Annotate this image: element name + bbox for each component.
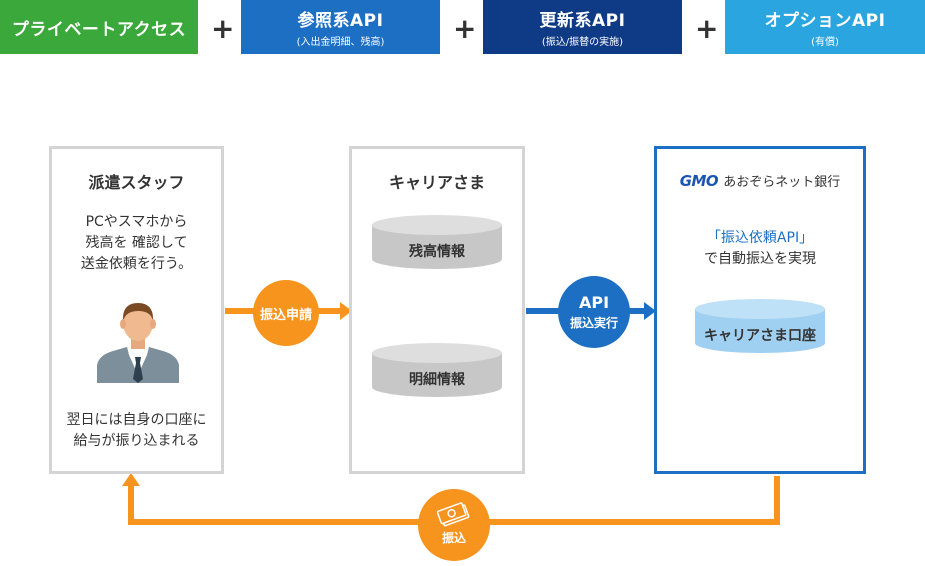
api-badge: API 振込実行 — [558, 276, 630, 348]
api-badge-bottom: 振込実行 — [569, 316, 618, 330]
tag-option-api-sub: (有償) — [811, 37, 839, 48]
bank-name: あおぞらネット銀行 — [723, 175, 841, 190]
staff-title: 派遣スタッフ — [88, 173, 185, 192]
transfer-badge: 振込 — [418, 489, 490, 561]
statement-database-label: 明細情報 — [409, 372, 465, 388]
bank-box: GMO あおぞらネット銀行 「振込依頼API」 で自動振込を実現 キャリアさま口… — [654, 146, 866, 474]
balance-database: 残高情報 — [372, 215, 502, 277]
staff-desc-line: 残高を 確認して — [85, 235, 188, 251]
transfer-badge-label: 振込 — [441, 530, 466, 545]
apply-badge: 振込申請 — [253, 280, 319, 346]
staff-description: PCやスマホから 残高を 確認して 送金依頼を行う。 — [52, 212, 221, 275]
tag-update-api-label: 更新系API — [539, 11, 626, 31]
tag-update-api: 更新系API (振込/振替の実施) — [483, 0, 682, 54]
tag-reference-api: 参照系API (入出金明細、残高) — [241, 0, 440, 54]
arrow-apply-head — [340, 302, 352, 320]
staff-bottom-text: 翌日には自身の口座に 給与が振り込まれる — [52, 410, 221, 452]
tag-private-access: プライベートアクセス — [0, 0, 198, 54]
staff-box: 派遣スタッフ PCやスマホから 残高を 確認して 送金依頼を行う。 翌日には自身… — [49, 146, 224, 474]
bank-desc-line1: 「振込依頼API」 — [706, 230, 814, 246]
arrow-api-head — [644, 302, 656, 320]
person-icon — [97, 303, 179, 383]
money-icon — [437, 501, 470, 526]
api-badge-top: API — [578, 293, 610, 312]
account-database: キャリアさま口座 — [695, 299, 825, 361]
plus-sign: + — [695, 12, 719, 45]
account-database-label: キャリアさま口座 — [704, 328, 816, 344]
bank-desc-line2: で自動振込を実現 — [704, 251, 816, 267]
plus-sign: + — [211, 12, 235, 45]
plus-sign: + — [453, 12, 477, 45]
tag-option-api-label: オプションAPI — [764, 11, 886, 31]
gmo-logo: GMO — [679, 172, 719, 190]
arrow-transfer-head — [122, 473, 140, 486]
staff-desc-line: PCやスマホから — [85, 214, 188, 230]
bank-description: 「振込依頼API」 で自動振込を実現 — [657, 228, 863, 270]
tag-private-access-label: プライベートアクセス — [11, 19, 187, 40]
tag-reference-api-label: 参照系API — [297, 11, 384, 31]
staff-bottom-line: 給与が振り込まれる — [73, 433, 200, 449]
career-box: キャリアさま 残高情報 明細情報 — [349, 146, 525, 474]
tag-reference-api-sub: (入出金明細、残高) — [296, 37, 385, 48]
apply-badge-label: 振込申請 — [259, 307, 312, 323]
bank-logo: GMO あおぞらネット銀行 — [657, 171, 863, 190]
tag-option-api: オプションAPI (有償) — [725, 0, 925, 54]
tag-update-api-sub: (振込/振替の実施) — [541, 37, 624, 48]
career-title: キャリアさま — [388, 173, 485, 192]
balance-database-label: 残高情報 — [409, 244, 465, 260]
statement-database: 明細情報 — [372, 343, 502, 405]
staff-bottom-line: 翌日には自身の口座に — [66, 412, 207, 428]
staff-desc-line: 送金依頼を行う。 — [80, 256, 193, 272]
